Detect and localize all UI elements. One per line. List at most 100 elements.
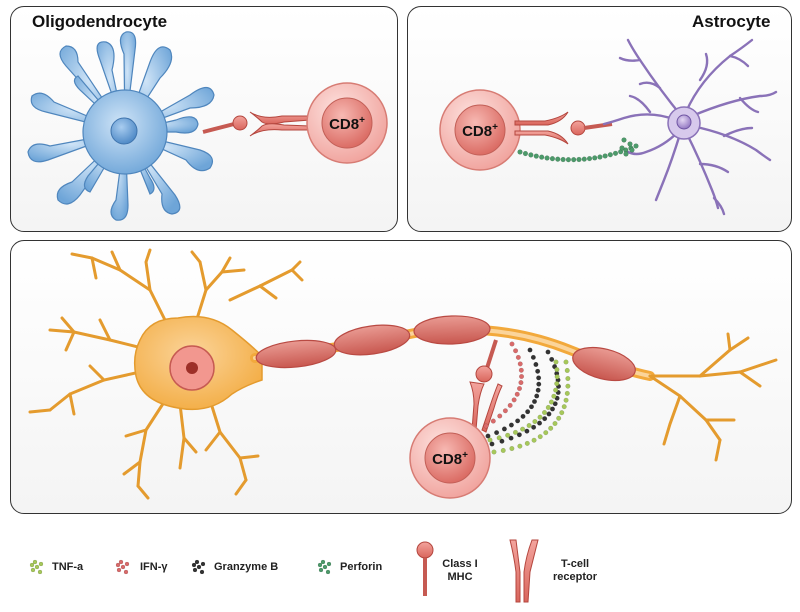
neuron-dendrites (28, 248, 304, 500)
neuron-soma (133, 315, 263, 411)
molecule-dot (516, 432, 522, 438)
neuron-cd8-cell: CD8+ (409, 417, 491, 499)
molecule-dot (533, 361, 539, 367)
molecule-dot (502, 408, 508, 414)
legend-tcr-icon (509, 539, 539, 603)
astro-cd8-label: CD8 (462, 123, 492, 140)
molecule-dot (534, 393, 540, 399)
legend-ifn-icon (115, 559, 130, 575)
molecule-dot (553, 387, 559, 393)
molecule-dot (537, 420, 543, 426)
molecule-dot (537, 414, 543, 420)
molecule-dot (517, 361, 523, 367)
myelin-sheath (255, 315, 636, 382)
molecule-dot (561, 404, 567, 410)
oligo-cd8-plus: + (359, 115, 365, 126)
astrocyte-soma (667, 106, 701, 140)
molecule-dot (505, 432, 511, 438)
legend: TNF-a IFN-γ Granzyme B Perforin Class I … (29, 539, 598, 603)
molecule-dot (621, 137, 627, 143)
legend-mhc-line1: Class I (442, 558, 477, 570)
molecule-dot (517, 443, 523, 449)
molecule-dot (123, 569, 129, 575)
molecule-dot (511, 397, 517, 403)
molecule-dot (545, 349, 551, 355)
molecule-dot (509, 446, 515, 452)
astro-cd8-plus: + (492, 122, 498, 133)
molecule-dot (194, 559, 200, 565)
svg-text:CD8+: CD8+ (329, 115, 365, 133)
molecule-dot (526, 423, 532, 429)
molecule-dot (512, 429, 518, 435)
legend-mhc-line2: MHC (447, 571, 472, 583)
astrocyte-cd8-cell: CD8+ (439, 89, 521, 171)
legend-granzyme-icon (191, 559, 206, 575)
molecule-dot (118, 559, 124, 565)
molecule-dot (544, 155, 550, 161)
molecule-dot (499, 438, 505, 444)
molecule-dot (489, 441, 495, 447)
molecule-dot (535, 368, 541, 374)
molecule-dot (520, 426, 526, 432)
molecule-dot (532, 419, 538, 425)
neuron-mhc-class-i (475, 339, 498, 383)
molecule-dot (629, 147, 635, 153)
molecule-dot (530, 354, 536, 360)
molecule-dot (576, 156, 582, 163)
legend-mhc-icon (416, 541, 434, 596)
molecule-dot (542, 410, 548, 416)
molecule-dot (619, 145, 625, 151)
molecule-dot (532, 399, 538, 405)
molecule-dot (496, 435, 502, 441)
molecule-dot (196, 564, 202, 570)
molecule-dot (490, 418, 496, 424)
molecule-dot (546, 411, 552, 417)
legend-perforin-label: Perforin (340, 561, 382, 573)
molecule-dot (518, 380, 524, 386)
molecule-dot (554, 367, 560, 373)
molecule-dot (612, 150, 619, 156)
molecule-dot (597, 154, 603, 160)
molecule-dot (37, 569, 43, 575)
molecule-dot (487, 437, 493, 443)
molecule-dot (542, 416, 548, 422)
molecule-dot (571, 157, 577, 163)
svg-text:CD8+: CD8+ (462, 122, 498, 140)
molecule-dot (501, 426, 507, 432)
molecule-dot (322, 564, 328, 570)
oligodendrocyte-cell (27, 31, 215, 221)
oligo-mhc-class-i (202, 115, 248, 134)
neuron-t-cell-receptor (469, 381, 503, 433)
molecule-dot (29, 562, 35, 568)
molecule-dot (513, 348, 519, 354)
molecule-dot (592, 155, 598, 161)
molecule-dot (525, 409, 531, 415)
molecule-dot (537, 434, 543, 440)
astro-perforin-stream (517, 137, 639, 163)
molecule-dot (528, 152, 534, 158)
molecule-dot (549, 156, 556, 162)
molecule-dot (554, 381, 560, 387)
molecule-dot (325, 569, 331, 575)
molecule-dot (548, 425, 554, 431)
molecule-dot (549, 356, 555, 362)
molecule-dot (565, 383, 571, 389)
astrocyte-title: Astrocyte (692, 12, 771, 31)
molecule-dot (550, 406, 556, 412)
molecule-dot (518, 367, 524, 373)
molecule-dot (32, 559, 38, 565)
neuron-cytotoxic-streams (483, 341, 571, 455)
molecule-dot (199, 569, 205, 575)
molecule-dot (38, 561, 44, 567)
astro-mhc-class-i (570, 120, 613, 136)
molecule-dot (528, 404, 534, 410)
molecule-dot (586, 156, 593, 162)
molecule-dot (551, 393, 557, 399)
molecule-dot (563, 359, 569, 365)
molecule-dot (545, 404, 551, 410)
molecule-dot (607, 152, 613, 158)
molecule-dot (515, 354, 521, 360)
legend-tcr-line1: T-cell (561, 558, 589, 570)
molecule-dot (500, 447, 506, 453)
molecule-dot (527, 347, 533, 353)
